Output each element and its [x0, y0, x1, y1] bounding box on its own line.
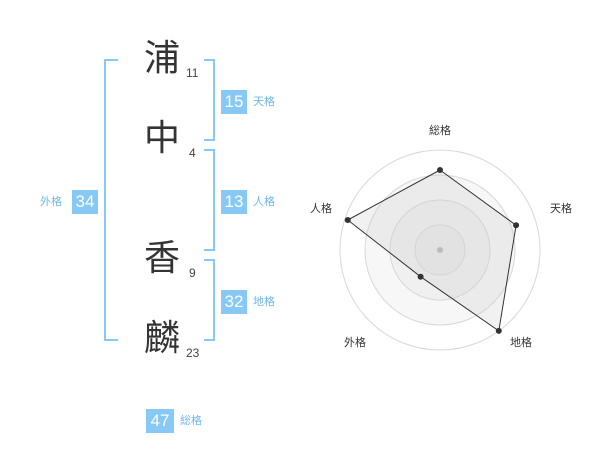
soukaku-label: 総格	[180, 414, 202, 427]
soukaku-value: 47	[146, 409, 174, 433]
name-char-1: 浦	[143, 38, 180, 79]
radar-point	[513, 222, 520, 229]
tenkaku-value: 15	[221, 90, 247, 114]
bracket-lines	[104, 59, 215, 341]
radar-point	[344, 217, 351, 224]
tenkaku-label: 天格	[253, 95, 275, 108]
radar-axis-label-soukaku: 総格	[429, 123, 451, 137]
name-char-4: 麟	[143, 318, 180, 359]
stroke-count-2: 4	[189, 146, 196, 160]
stroke-count-3: 9	[189, 266, 196, 280]
radar-center-dot	[437, 247, 443, 253]
radar-point	[495, 327, 502, 334]
radar-point	[437, 167, 443, 173]
radar-chart: 総格 天格 地格 外格 人格	[310, 123, 572, 351]
radar-axis-label-chikaku: 地格	[510, 335, 532, 349]
radar-point	[417, 273, 424, 280]
name-char-2: 中	[143, 118, 180, 159]
chikaku-value: 32	[221, 290, 247, 314]
name-char-3: 香	[143, 238, 180, 279]
stroke-count-4: 23	[186, 346, 200, 360]
radar-axis-label-gaikaku: 外格	[344, 335, 366, 349]
stroke-count-1: 11	[186, 66, 199, 80]
radar-axis-label-tenkaku: 天格	[550, 201, 572, 215]
chikaku-label: 地格	[253, 295, 275, 308]
gaikaku-label: 外格	[40, 195, 62, 208]
radar-points	[344, 167, 520, 334]
radar-axis-label-jinkaku: 人格	[310, 201, 332, 215]
radar-shape	[346, 169, 517, 332]
jinkaku-value: 13	[221, 190, 247, 214]
gaikaku-value: 34	[72, 190, 98, 214]
jinkaku-label: 人格	[253, 195, 275, 208]
